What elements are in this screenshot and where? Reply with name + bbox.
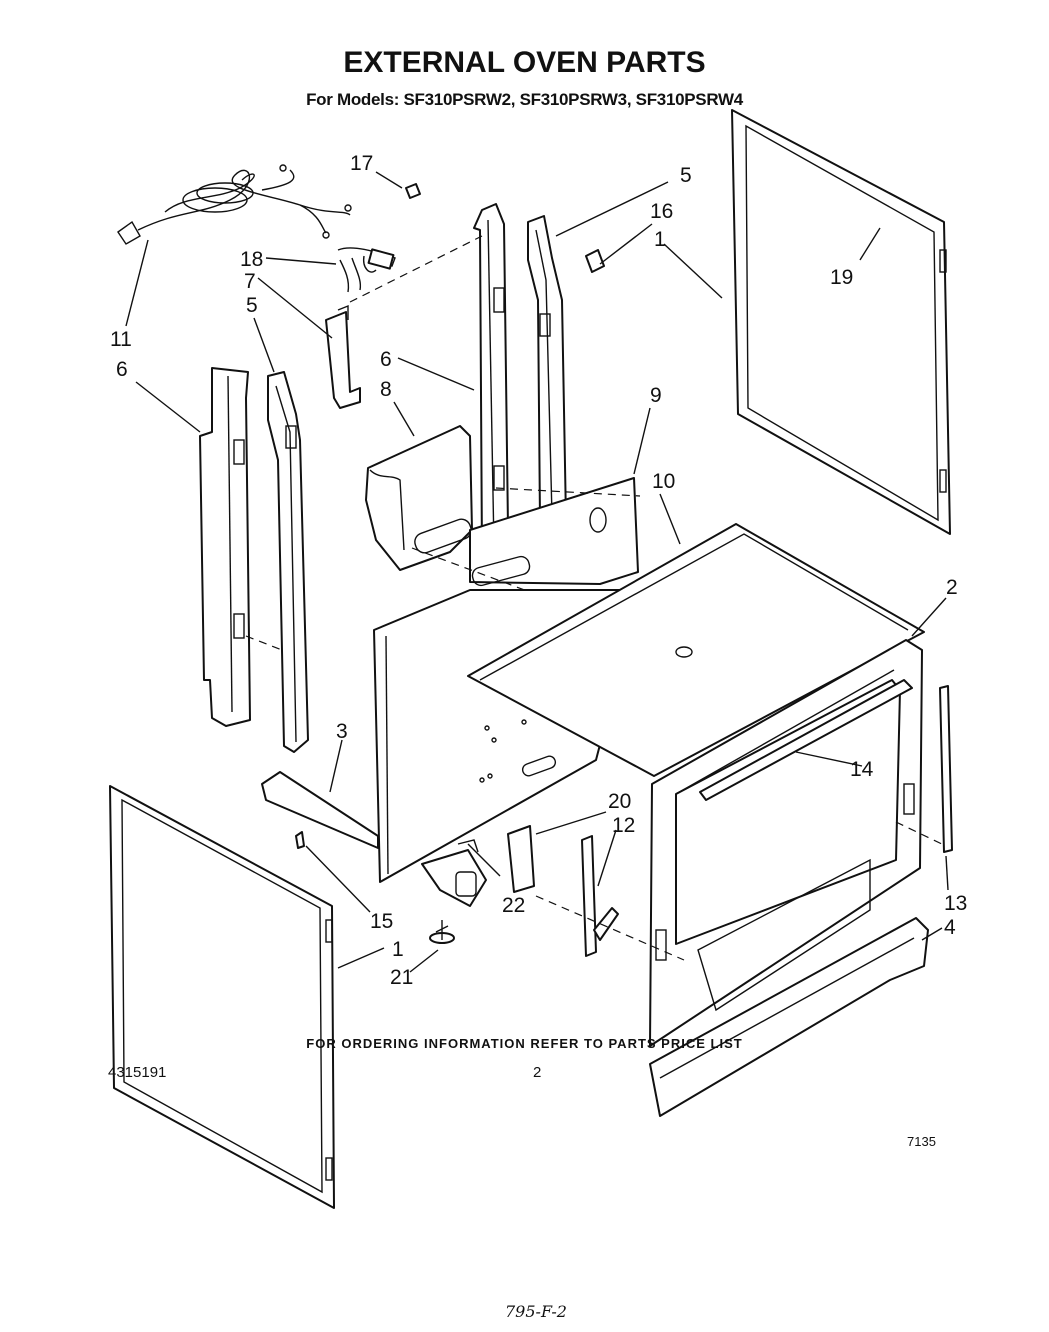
page-title: EXTERNAL OVEN PARTS	[343, 46, 706, 79]
callout-1-upper: 1	[654, 228, 666, 251]
callout-5-left: 5	[246, 294, 258, 317]
power-cord-part	[117, 164, 352, 245]
ordering-note: FOR ORDERING INFORMATION REFER TO PARTS …	[306, 1036, 743, 1051]
leg-part-22	[421, 839, 487, 907]
callout-2: 2	[946, 576, 958, 599]
clip-part-15	[295, 831, 305, 849]
side-panel-part-1-lower	[109, 785, 335, 1209]
kick-panel-part-4	[649, 917, 929, 1117]
page-number: 2	[533, 1064, 542, 1081]
handwritten-note: 795-F-2	[505, 1302, 567, 1321]
document-number: 4315191	[108, 1064, 167, 1081]
hinge-part-20	[507, 825, 535, 893]
side-rail-part-5-left	[267, 371, 309, 753]
callout-16: 16	[650, 200, 673, 223]
air-duct-part-8	[365, 425, 473, 571]
callout-12: 12	[612, 814, 635, 837]
bracket-part-7	[325, 311, 361, 409]
callout-4: 4	[944, 916, 956, 939]
figure-code: 7135	[907, 1134, 936, 1149]
top-panel-part-10	[467, 523, 925, 777]
side-rail-part-6-center	[473, 203, 509, 561]
callout-leader-lines	[125, 171, 949, 973]
callout-22: 22	[502, 894, 525, 917]
model-list: For Models: SF310PSRW2, SF310PSRW3, SF31…	[306, 90, 743, 109]
front-frame-part-2	[649, 639, 923, 1047]
callout-11: 11	[110, 328, 132, 351]
callout-1-lower: 1	[392, 938, 404, 961]
callout-9: 9	[650, 384, 662, 407]
callout-15: 15	[370, 910, 393, 933]
callout-3: 3	[336, 720, 348, 743]
clip-part-17	[405, 183, 421, 199]
rear-panel-part-9	[469, 477, 639, 587]
side-trim-part-13	[939, 685, 953, 853]
callout-19: 19	[830, 266, 853, 289]
callout-21: 21	[390, 966, 413, 989]
wire-harness-part	[337, 247, 396, 293]
callout-6-left: 6	[116, 358, 128, 381]
callout-7: 7	[244, 270, 256, 293]
callout-20: 20	[608, 790, 631, 813]
screw-part-21	[429, 920, 455, 944]
callout-6-center: 6	[380, 348, 392, 371]
callout-18: 18	[240, 248, 263, 271]
hinge-part-12	[581, 835, 619, 957]
side-rail-part-5-right	[527, 215, 567, 529]
callout-17: 17	[350, 152, 373, 175]
callout-labels: 17 5 16 1 19 18 7 5 11 6 6 8 9 10 2 3 14…	[110, 152, 967, 989]
side-panel-part-1-upper	[731, 109, 951, 535]
trim-strip-part-14	[699, 679, 913, 801]
callout-5-upper: 5	[680, 164, 692, 187]
callout-13: 13	[944, 892, 967, 915]
callout-8: 8	[380, 378, 392, 401]
callout-14: 14	[850, 758, 874, 781]
side-rail-part-6-left	[199, 367, 251, 727]
bracket-part-3	[261, 771, 379, 849]
bracket-part-16	[585, 249, 605, 273]
assembly-guide-lines	[245, 235, 947, 961]
callout-10: 10	[652, 470, 675, 493]
